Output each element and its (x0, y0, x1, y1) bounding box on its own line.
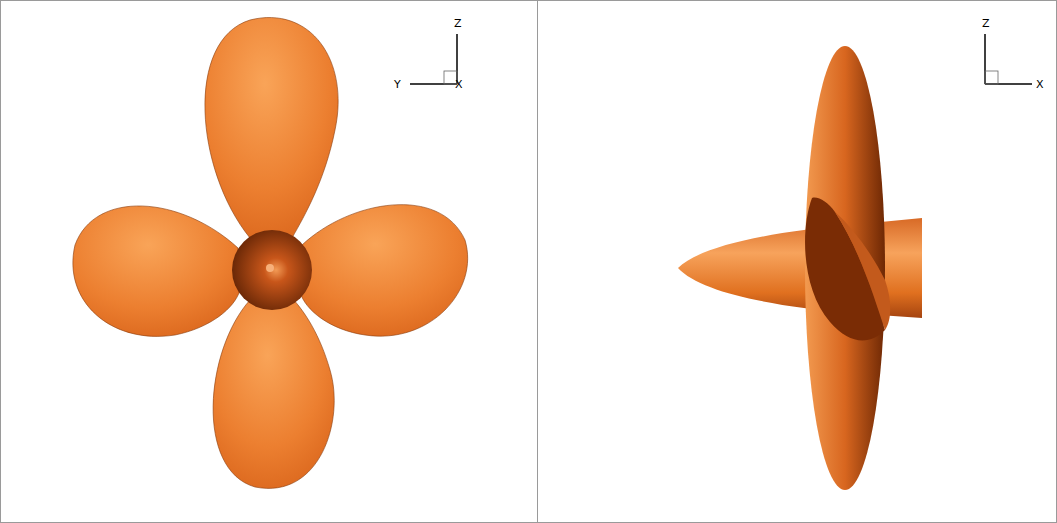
axis-triad (410, 34, 457, 84)
axis-label: X (455, 79, 463, 90)
axis-label: Z (454, 18, 462, 29)
axis-label: X (1036, 79, 1044, 90)
panel-divider (537, 0, 538, 523)
side-view-propeller (678, 46, 922, 490)
axis-label: Z (982, 18, 990, 29)
axis-label: Y (394, 79, 401, 90)
front-view-propeller (73, 18, 468, 489)
axis-triad (985, 34, 1032, 84)
